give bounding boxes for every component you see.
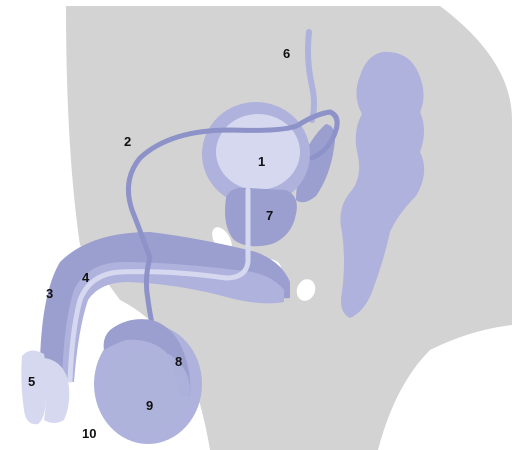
bladder-lumen — [216, 114, 300, 190]
label-6: 6 — [283, 46, 290, 61]
label-3: 3 — [46, 286, 53, 301]
label-9: 9 — [146, 398, 153, 413]
label-7: 7 — [266, 208, 273, 223]
label-1: 1 — [258, 154, 265, 169]
label-4: 4 — [82, 270, 90, 285]
label-10: 10 — [82, 426, 96, 441]
label-2: 2 — [124, 134, 131, 149]
label-5: 5 — [28, 374, 35, 389]
label-8: 8 — [175, 354, 182, 369]
